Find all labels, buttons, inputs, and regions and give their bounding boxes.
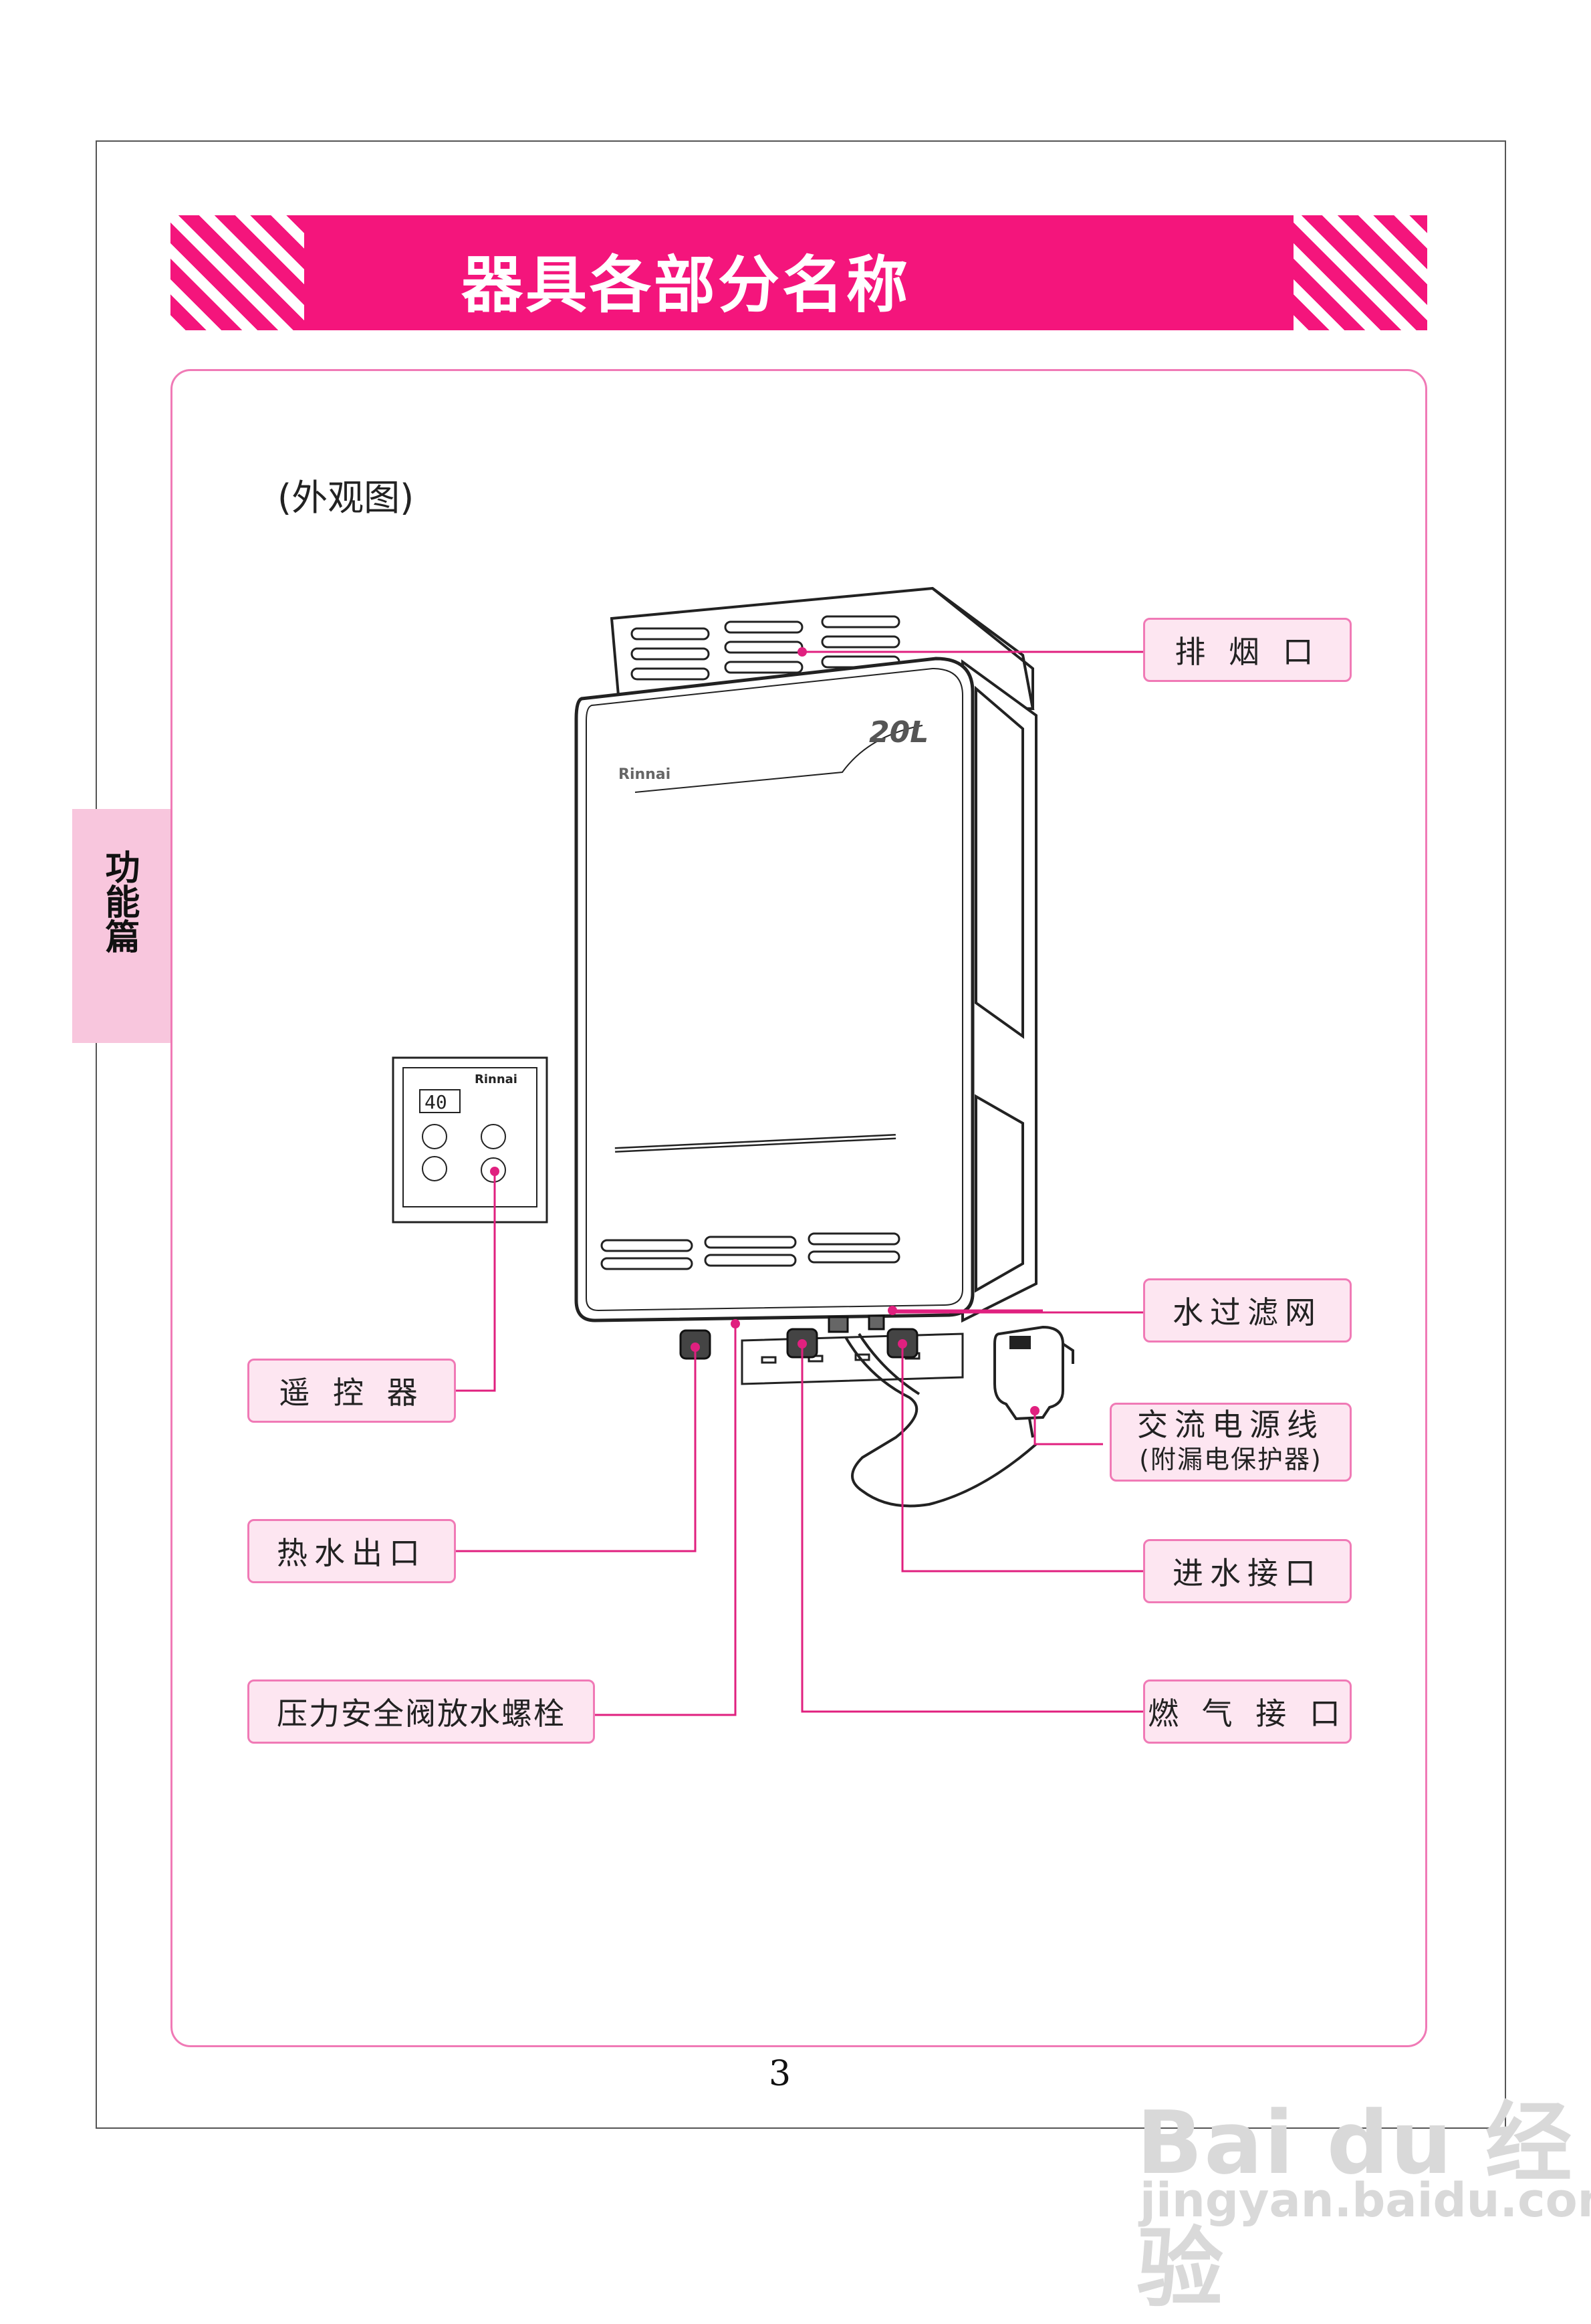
capacity-badge: 20L <box>869 715 929 749</box>
watermark-url: jingyan.baidu.com <box>1140 2173 1591 2228</box>
label-drain-bolt: 压力安全阀放水螺栓 <box>247 1679 595 1744</box>
page-title: 器具各部分名称 <box>461 249 911 321</box>
label-power-cord-main: 交流电源线 <box>1137 1407 1324 1443</box>
subtitle: (外观图) <box>277 477 414 519</box>
bottom-plate <box>741 1332 964 1385</box>
callout-dots <box>490 647 1039 1415</box>
label-hot-water-outlet: 热水出口 <box>247 1519 456 1583</box>
title-bar: 器具各部分名称 <box>170 215 1427 330</box>
remote-controller: Rinnai 40 <box>392 1056 548 1224</box>
label-power-cord-note: (附漏电保护器) <box>1139 1445 1322 1474</box>
side-tab-label: 功能篇 <box>99 849 139 953</box>
remote-brand: Rinnai <box>475 1072 517 1086</box>
content-box <box>170 369 1427 2047</box>
label-remote: 遥 控 器 <box>247 1359 456 1423</box>
front-body <box>574 657 975 1322</box>
page-number: 3 <box>769 2054 791 2094</box>
front-brand: Rinnai <box>618 766 670 783</box>
front-bottom-vents <box>600 1232 900 1270</box>
title-stripes-right <box>1294 215 1427 330</box>
label-gas-inlet: 燃 气 接 口 <box>1143 1679 1352 1744</box>
label-filter: 水过滤网 <box>1143 1278 1352 1343</box>
side-panel <box>961 659 1037 1323</box>
page-frame <box>96 140 1506 2129</box>
water-heater-illustration: 20L Rinnai Rinnai 40 <box>392 586 1143 1716</box>
label-water-inlet: 进水接口 <box>1143 1539 1352 1603</box>
side-tab: 功能篇 <box>72 809 171 1043</box>
remote-display: 40 <box>424 1091 447 1113</box>
label-exhaust: 排 烟 口 <box>1143 618 1352 682</box>
leakage-protector <box>993 1325 1074 1438</box>
power-cord <box>844 1332 1037 1508</box>
label-power-cord: 交流电源线 (附漏电保护器) <box>1110 1403 1352 1482</box>
title-stripes-left <box>170 215 304 330</box>
